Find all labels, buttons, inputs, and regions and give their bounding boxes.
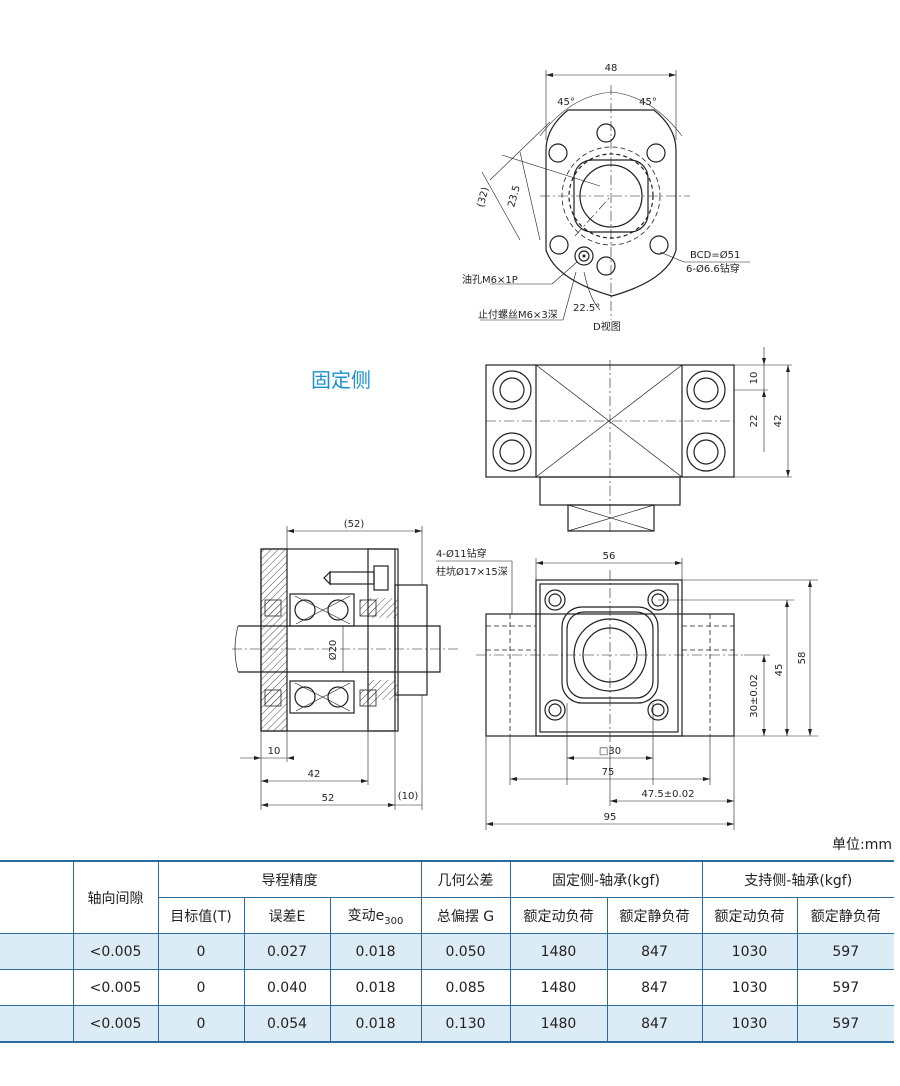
header-blank (0, 860, 74, 934)
table-cell: 0.130 (420, 1005, 511, 1043)
dim-10-top: 10 (749, 372, 760, 385)
table-cell: 0.018 (329, 933, 422, 970)
table-cell: 0.085 (420, 969, 511, 1006)
technical-drawing: 48 45° 45° (32) 23.5 BCD=Ø51 6-Ø6.6钻穿 油孔… (232, 63, 818, 830)
dim-48: 48 (605, 63, 618, 74)
table-cell: 0.018 (329, 969, 422, 1006)
table-cell: <0.005 (72, 1005, 159, 1043)
table-cell: 1030 (701, 1005, 798, 1043)
dim-56: 56 (603, 551, 616, 562)
table-cell: 847 (606, 933, 703, 970)
dim-42-side: 42 (308, 769, 321, 780)
counterbore-note-2: 柱坑Ø17×15深 (436, 565, 508, 578)
dim-22: 22 (749, 415, 760, 428)
table-cell: 1480 (509, 1005, 608, 1043)
section-title: 固定侧 (311, 368, 371, 392)
header-target-value: 目标值(T) (158, 897, 245, 934)
set-screw-label: 止付螺丝M6×3深 (478, 308, 558, 321)
table-subheader-row: 目标值(T) 误差E 变动e300 总偏摆 G 额定动负荷 额定静负荷 额定动负… (0, 897, 894, 934)
header-geometric-tolerance: 几何公差 (420, 860, 511, 898)
table-cell: 597 (796, 933, 894, 970)
angle-22-5: 22.5° (573, 303, 600, 314)
dim-42: 42 (773, 415, 784, 428)
table-cell: 0 (157, 1005, 245, 1043)
top-view: 10 22 42 (485, 347, 792, 535)
table-cell: 1030 (701, 969, 798, 1006)
dim-58: 58 (797, 652, 808, 665)
header-axial-clearance: 轴向间隙 (72, 860, 159, 934)
dim-52-paren: (52) (344, 519, 365, 530)
header-support-static-load: 额定静负荷 (796, 897, 894, 934)
bcd-label: BCD=Ø51 (690, 249, 740, 261)
oil-hole-label: 油孔M6×1P (462, 273, 518, 286)
table-cell: 1480 (509, 969, 608, 1006)
header-lead-accuracy: 导程精度 (157, 860, 422, 898)
table-cell: 0 (157, 969, 245, 1006)
dim-d20: Ø20 (327, 640, 339, 661)
d-view: 48 45° 45° (32) 23.5 BCD=Ø51 6-Ø6.6钻穿 油孔… (462, 63, 750, 333)
dim-47-5: 47.5±0.02 (642, 789, 695, 800)
header-error: 误差E (243, 897, 331, 934)
front-view: 4-Ø11钻穿 柱坑Ø17×15深 56 58 45 30±0.02 □30 (436, 547, 818, 830)
dim-30-tol: 30±0.02 (749, 674, 760, 717)
dim-10-paren: (10) (398, 791, 419, 802)
header-fixed-static-load: 额定静负荷 (606, 897, 703, 934)
table-cell: 1480 (509, 933, 608, 970)
angle-45-left: 45° (557, 97, 575, 108)
table-cell: 0.027 (243, 933, 331, 970)
angle-45-right: 45° (639, 97, 657, 108)
dim-32: (32) (476, 186, 492, 209)
side-section-view: Ø20 (52) 10 42 52 (10) (232, 519, 460, 810)
header-variation: 变动e300 (329, 897, 422, 934)
table-header-row: 轴向间隙 导程精度 几何公差 固定侧-轴承(kgf) 支持侧-轴承(kgf) (0, 860, 894, 934)
table-row: <0.005 0 0.027 0.018 0.050 1480 847 1030… (0, 933, 894, 970)
d-view-title: D视图 (593, 320, 621, 333)
counterbore-note-1: 4-Ø11钻穿 (436, 547, 487, 560)
table-cell: 0.050 (420, 933, 511, 970)
table-cell: <0.005 (72, 969, 159, 1006)
table-cell: 0.018 (329, 1005, 422, 1043)
dim-95: 95 (604, 812, 617, 823)
dim-75: 75 (602, 767, 615, 778)
dim-52: 52 (322, 793, 335, 804)
dim-45: 45 (774, 664, 785, 677)
table-cell: 847 (606, 969, 703, 1006)
dim-10-side: 10 (268, 746, 281, 757)
dim-23-5: 23.5 (506, 184, 522, 208)
table-cell: 597 (796, 969, 894, 1006)
spec-table: 轴向间隙 导程精度 几何公差 固定侧-轴承(kgf) 支持侧-轴承(kgf) 目… (0, 860, 894, 1043)
table-cell: 597 (796, 1005, 894, 1043)
header-support-dynamic-load: 额定动负荷 (701, 897, 798, 934)
unit-label: 单位:mm (832, 837, 892, 853)
variation-subscript: 300 (384, 915, 404, 927)
row-blank-cell (0, 933, 74, 970)
table-cell: <0.005 (72, 933, 159, 970)
header-fixed-side: 固定侧-轴承(kgf) (509, 860, 703, 898)
table-cell: 0.054 (243, 1005, 331, 1043)
table-row: <0.005 0 0.054 0.018 0.130 1480 847 1030… (0, 1005, 894, 1043)
header-total-runout: 总偏摆 G (420, 897, 511, 934)
variation-label: 变动e (347, 907, 385, 924)
table-row: <0.005 0 0.040 0.018 0.085 1480 847 1030… (0, 969, 894, 1006)
row-blank-cell (0, 969, 74, 1006)
row-blank-cell (0, 1005, 74, 1043)
table-cell: 1030 (701, 933, 798, 970)
holes-label: 6-Ø6.6钻穿 (686, 262, 740, 275)
header-support-side: 支持侧-轴承(kgf) (701, 860, 894, 898)
table-cell: 847 (606, 1005, 703, 1043)
header-fixed-dynamic-load: 额定动负荷 (509, 897, 608, 934)
table-cell: 0.040 (243, 969, 331, 1006)
table-cell: 0 (157, 933, 245, 970)
